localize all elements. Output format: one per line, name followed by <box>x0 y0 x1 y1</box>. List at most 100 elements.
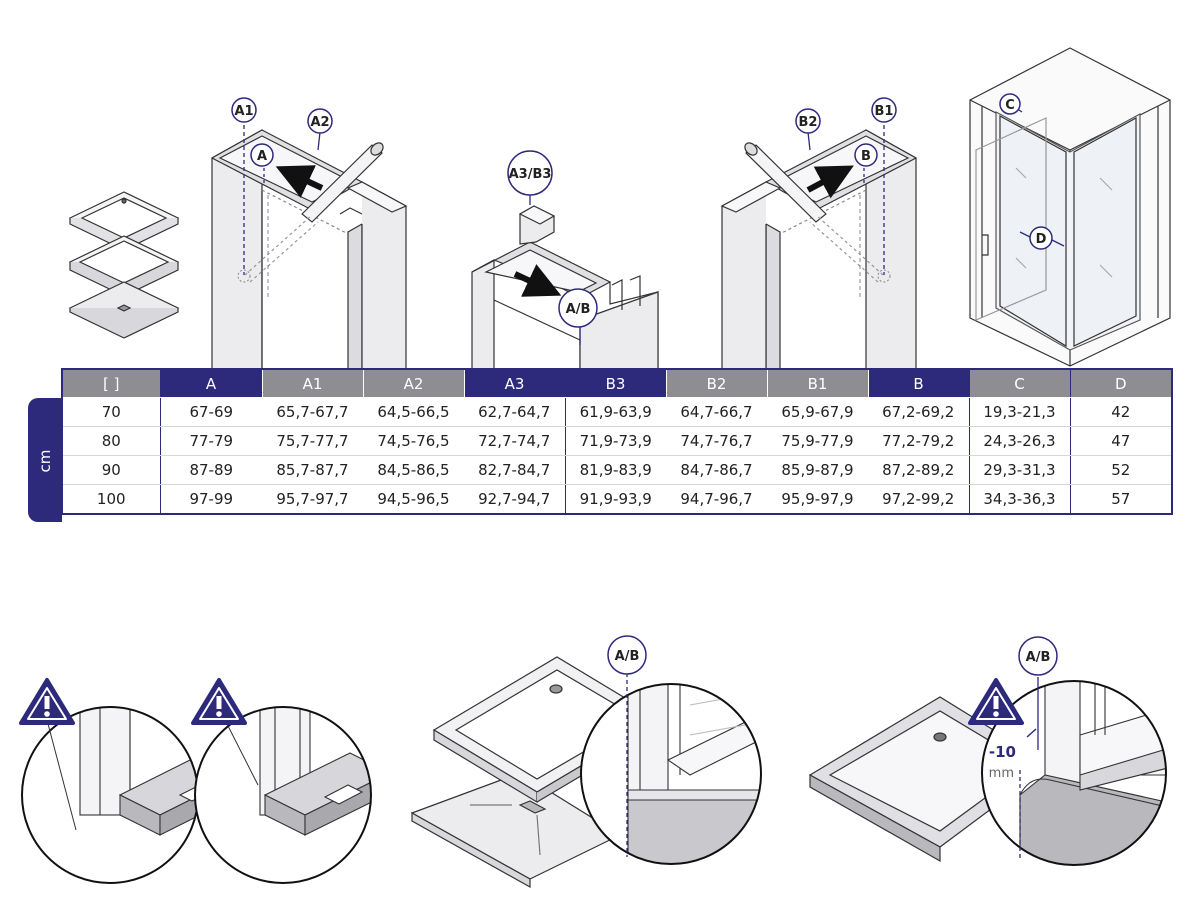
table-cell: 77-79 <box>160 426 262 456</box>
table-cell: 29,3-31,3 <box>969 455 1071 485</box>
svg-text:A/B: A/B <box>566 302 591 317</box>
table-cell: 94,7-96,7 <box>680 490 753 508</box>
table-row: 80 77-79 75,7-77,7 74,5-76,5 72,7-74,7 7… <box>62 426 1172 456</box>
unit-label: cm <box>36 449 54 473</box>
table-cell: 47 <box>1070 426 1172 456</box>
header-cell: B <box>867 368 970 398</box>
measure-point-a1 <box>237 269 251 283</box>
svg-text:A/B: A/B <box>615 649 640 664</box>
table-row: 90 87-89 85,7-87,7 84,5-86,5 82,7-84,7 8… <box>62 455 1172 485</box>
table-cell: 77,2-79,2 <box>868 426 970 456</box>
unit-tab: cm <box>28 398 62 522</box>
table-cell: 97,2-99,2 <box>868 484 970 514</box>
glass-tube-left <box>244 142 384 283</box>
callout-a: A <box>250 143 274 167</box>
table-cell: 85,7-87,7 <box>262 455 363 485</box>
svg-text:D: D <box>1036 232 1047 247</box>
callout-a2: A2 <box>307 108 333 134</box>
table-cell: 74,5-76,5 <box>363 426 464 456</box>
callout-b1: B1 <box>871 97 897 123</box>
shower-enclosure <box>969 47 1171 367</box>
svg-text:A3/B3: A3/B3 <box>509 167 552 182</box>
svg-text:A: A <box>257 149 267 164</box>
table-cell: 19,3-21,3 <box>969 397 1071 427</box>
left-wall-profile <box>210 128 408 372</box>
detail-circle-1 <box>21 706 199 884</box>
callout-b: B <box>854 143 878 167</box>
arrow-icon <box>806 165 854 199</box>
table-cell: 75,7-77,7 <box>262 426 363 456</box>
table-cell: 100 <box>62 484 161 514</box>
header-cell: A3 <box>463 368 566 398</box>
table-cell: 70 <box>62 397 161 427</box>
arrow-icon <box>1026 728 1037 738</box>
table-cell: 95,7-97,7 <box>276 490 349 508</box>
callout-b2: B2 <box>795 108 821 134</box>
detail-circle-2 <box>194 706 372 884</box>
table-cell: 87,2-89,2 <box>868 455 970 485</box>
offset-value: -10 <box>989 743 1016 761</box>
warning-icon <box>191 678 247 725</box>
table-cell: 24,3-26,3 <box>969 426 1071 456</box>
callout-d: D <box>1019 226 1065 250</box>
dimensions-table-wrap: cm [ ] A A1 A2 A3 B3 B2 B1 B C D <box>28 368 1173 522</box>
table-cell: 97-99 <box>189 490 234 508</box>
arrow-icon <box>275 165 324 198</box>
table-cell: 65,7-67,7 <box>262 397 363 427</box>
arrow-icon <box>513 264 562 297</box>
callout-ab-bottom-1: A/B <box>607 635 647 675</box>
table-cell: 95,9-97,9 <box>781 490 854 508</box>
top-illustrations: A1 A2 A A3/B3 A/B <box>68 47 1171 372</box>
svg-text:A2: A2 <box>310 115 329 130</box>
table-cell: 52 <box>1070 455 1172 485</box>
table-cell: 94,5-96,5 <box>377 490 450 508</box>
table-cell: 87-89 <box>160 455 262 485</box>
dimensions-table: [ ] A A1 A2 A3 B3 B2 B1 B C D 70 67-69 6… <box>61 368 1173 515</box>
header-cell: B1 <box>766 368 869 398</box>
table-cell: 90 <box>62 455 161 485</box>
table-cell: 72,7-74,7 <box>464 426 566 456</box>
table-cell: 85,9-87,9 <box>767 455 868 485</box>
table-row: 70 67-69 65,7-67,7 64,5-66,5 62,7-64,7 6… <box>62 397 1172 427</box>
table-cell: 82,7-84,7 <box>464 455 566 485</box>
glass-tube-right <box>744 142 884 283</box>
callout-a1: A1 <box>231 97 257 123</box>
callout-ab-bottom-2: A/B <box>1018 636 1058 676</box>
header-cell: B3 <box>564 368 667 398</box>
table-row: 100 97-99 95,7-97,7 94,5-96,5 92,7-94,7 … <box>62 484 1172 514</box>
table-cell: 81,9-83,9 <box>565 455 666 485</box>
middle-profile <box>471 205 659 372</box>
header-cell: D <box>1069 368 1173 398</box>
table-header-row: [ ] A A1 A2 A3 B3 B2 B1 B C D <box>61 368 1173 398</box>
table-cell: 61,9-63,9 <box>565 397 666 427</box>
table-cell: 57 <box>1111 490 1131 508</box>
offset-unit: mm <box>989 766 1014 781</box>
header-cell: B2 <box>665 368 768 398</box>
svg-text:B: B <box>861 149 871 164</box>
callout-ab-top: A/B <box>558 288 598 328</box>
bottom-illustrations: A/B A/B -10 mm <box>19 635 1167 889</box>
table-cell: 67,2-69,2 <box>868 397 970 427</box>
table-cell: 64,7-66,7 <box>666 397 767 427</box>
header-cell: A2 <box>362 368 465 398</box>
header-cell: A1 <box>261 368 364 398</box>
table-cell: 92,7-94,7 <box>464 484 566 514</box>
svg-text:A1: A1 <box>234 104 253 119</box>
svg-text:B1: B1 <box>875 104 894 119</box>
table-cell: 84,7-86,7 <box>666 455 767 485</box>
shower-tray-stack <box>68 191 180 339</box>
callout-c: C <box>999 93 1023 115</box>
table-cell: 80 <box>62 426 161 456</box>
right-wall-profile <box>720 128 918 372</box>
warning-icon <box>19 678 75 725</box>
svg-text:C: C <box>1005 98 1015 113</box>
table-cell: 67-69 <box>160 397 262 427</box>
table-cell: 64,5-66,5 <box>363 397 464 427</box>
table-cell: 91,9-93,9 <box>579 490 652 508</box>
header-cell: [ ] <box>61 368 161 398</box>
warning-icon <box>968 678 1024 725</box>
header-cell: A <box>159 368 263 398</box>
svg-text:A/B: A/B <box>1026 650 1051 665</box>
header-cell: C <box>968 368 1071 398</box>
table-cell: 74,7-76,7 <box>666 426 767 456</box>
